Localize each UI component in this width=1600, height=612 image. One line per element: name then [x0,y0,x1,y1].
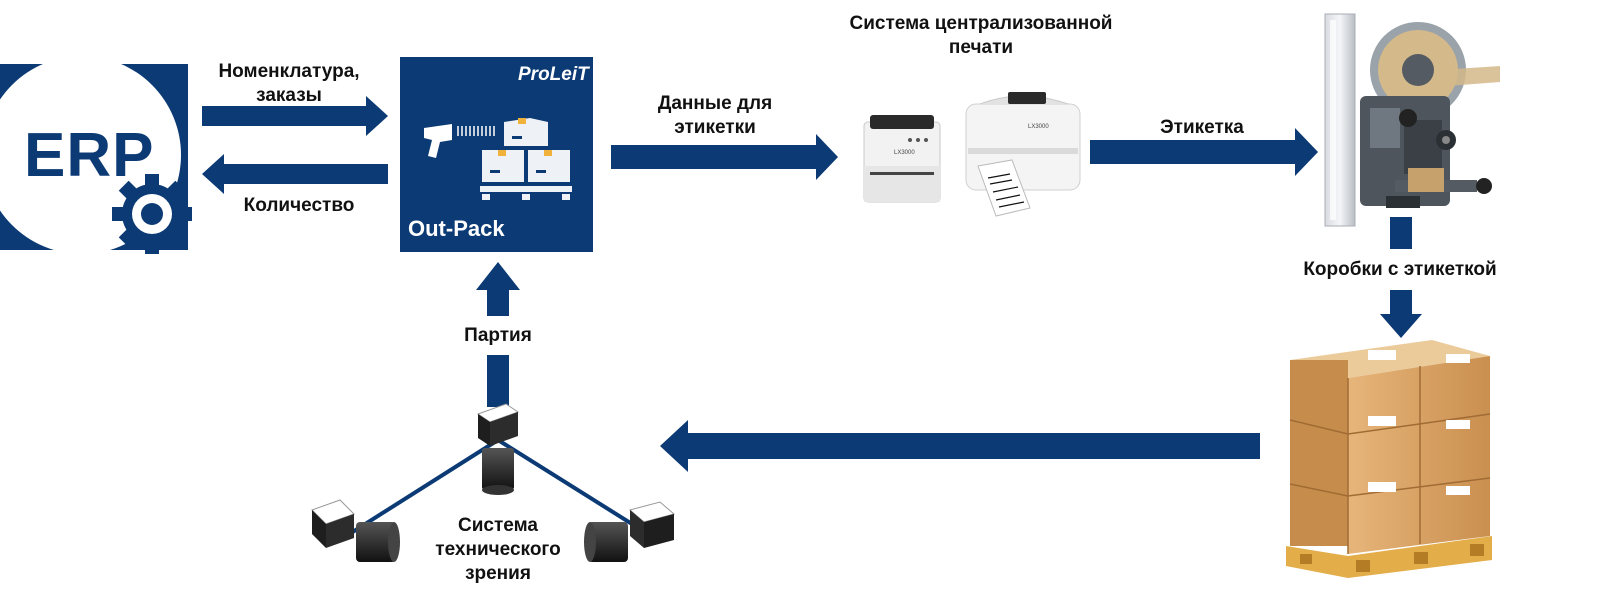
flow-arrows [202,96,1422,472]
label-printer-small [863,115,941,203]
printer-model-large: LX3000 [1028,124,1049,130]
arrow-pallet-to-vision [660,420,1260,472]
arrow-vision-to-outpack [476,262,520,316]
barcode-scanner-icon [424,124,495,158]
label-label-data: Данные для этикетки [657,93,773,138]
arrow-printer-to-applicator [1090,128,1318,176]
label-label: Этикетка [1160,117,1244,138]
label-print-system: Система централизованной печати [849,13,1113,58]
camera-top [476,403,520,495]
label-quantity: Количество [243,195,355,216]
camera-right [584,501,676,562]
arrow-erp-to-outpack [202,96,388,136]
arrow-applicator-down-stem [1390,217,1412,249]
arrow-outpack-to-printer [611,134,838,180]
pallet-with-boxes [1286,340,1492,578]
printed-label-strip [977,159,1031,217]
gear-icon [112,174,192,254]
label-vision-system: Система технического зрения [435,515,561,584]
label-boxes-with-label: Коробки с этикеткой [1303,259,1497,280]
camera-left [311,499,400,562]
proleit-brand: ProLeiT [518,64,589,85]
printer-model-small: LX3000 [894,150,915,156]
vision-system [311,403,676,562]
erp-system-block [0,56,192,254]
outpack-title: Out-Pack [408,216,505,241]
arrow-boxes-down [1380,290,1422,338]
label-batch: Партия [464,325,532,346]
boxes-on-pallet-icon [480,118,572,200]
outpack-block [400,57,593,252]
label-applicator-machine [1324,13,1500,227]
arrow-vision-up-stem [487,355,509,407]
label-nomenclature: Номенклатура, заказы [218,61,360,106]
label-printer-large [965,92,1081,217]
arrow-outpack-to-erp [202,154,388,194]
erp-logo-text: ERP [24,121,155,190]
